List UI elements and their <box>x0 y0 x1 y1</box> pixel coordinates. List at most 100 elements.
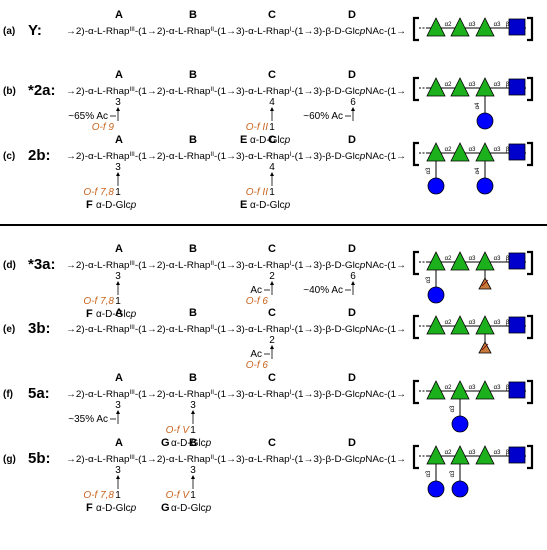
compound-name: Y: <box>28 22 42 39</box>
link-label: α2 <box>445 385 452 391</box>
substituent-D: 6~60% Ac <box>303 97 356 122</box>
sugar-letter: E <box>240 199 247 211</box>
acetyl-mark-line <box>481 279 489 287</box>
rhamnose-triangle <box>475 17 495 37</box>
residue-letter-D: D <box>348 243 356 255</box>
glucose-circle <box>451 480 469 498</box>
sugar-letter: G <box>161 502 170 514</box>
residue-letter-D: D <box>348 372 356 384</box>
sugar-name: α-D-Glcp <box>250 135 291 146</box>
residue-letter-B: B <box>189 9 197 21</box>
residue-letter-B: B <box>189 372 197 384</box>
residue-letter-C: C <box>268 307 276 319</box>
glcnac-square <box>508 143 526 161</box>
o-factor-label: O-f II <box>246 122 268 133</box>
sugar-letter: F <box>86 308 93 320</box>
linkage-position: 2 <box>269 335 275 346</box>
left-bracket <box>412 250 419 276</box>
snfg-symbol: α2α3α3β2α3α4 <box>412 141 534 195</box>
residue-letter-D: D <box>348 437 356 449</box>
residue-letter-B: B <box>189 69 197 81</box>
rhamnose-triangle <box>426 77 446 97</box>
compound-name: *2a: <box>28 82 56 99</box>
sugar-letter: E <box>240 134 247 146</box>
left-bracket <box>412 76 419 102</box>
linkage-position: 3 <box>115 162 121 173</box>
right-bracket <box>527 16 534 42</box>
o-factor-label: O-f V <box>166 490 191 501</box>
rhamnose-triangle <box>475 77 495 97</box>
rhamnose-triangle <box>450 445 470 465</box>
right-bracket <box>527 314 534 340</box>
arrow-head <box>116 475 120 479</box>
link-label: α3 <box>494 320 501 326</box>
residue-letter-A: A <box>115 437 123 449</box>
residue-letter-A: A <box>115 372 123 384</box>
residue-letter-C: C <box>268 69 276 81</box>
sugar-name: α-D-Glcp <box>171 503 212 514</box>
snfg-symbol: α2α3α3β2α3 <box>412 379 534 433</box>
link-label: α3 <box>469 385 476 391</box>
right-bracket <box>527 76 534 102</box>
rhamnose-triangle <box>450 251 470 271</box>
rhamnose-triangle <box>450 17 470 37</box>
arrow-head <box>351 107 355 111</box>
compound-name: 5a: <box>28 385 50 402</box>
link-label: α2 <box>445 22 452 28</box>
side-link-label: α3 <box>426 167 432 174</box>
compound-name: 3b: <box>28 320 51 337</box>
rhamnose-triangle <box>475 380 495 400</box>
left-bracket <box>412 314 419 340</box>
left-bracket <box>412 141 419 167</box>
residue-letter-B: B <box>189 243 197 255</box>
arrow-head <box>270 172 274 176</box>
rhamnose-triangle <box>475 251 495 271</box>
residue-letter-C: C <box>268 134 276 146</box>
anomeric-position: 1 <box>269 122 275 133</box>
side-link-label: α4 <box>475 167 481 174</box>
link-label: α3 <box>469 320 476 326</box>
substituent-A: 3~35% Ac <box>68 400 121 425</box>
link-label: α3 <box>494 22 501 28</box>
o-factor-label: O-f 6 <box>246 296 269 307</box>
residue-letter-A: A <box>115 307 123 319</box>
residue-letter-A: A <box>115 243 123 255</box>
linkage-position: 3 <box>190 465 196 476</box>
right-bracket <box>527 444 534 470</box>
glcnac-square <box>508 446 526 464</box>
residue-letter-D: D <box>348 307 356 319</box>
arrow-head <box>116 281 120 285</box>
arrow-head <box>116 410 120 414</box>
link-label: α3 <box>494 82 501 88</box>
left-bracket <box>412 379 419 405</box>
acetyl-label: ~65% Ac <box>68 111 108 122</box>
linkage-position: 3 <box>115 97 121 108</box>
compound-name: *3a: <box>28 256 56 273</box>
linkage-position: 3 <box>190 400 196 411</box>
sugar-name: α-D-Glcp <box>96 309 137 320</box>
right-bracket <box>527 379 534 405</box>
left-bracket <box>412 444 419 470</box>
glcnac-square <box>508 78 526 96</box>
arrow-head <box>270 281 274 285</box>
left-bracket <box>412 16 419 42</box>
rhamnose-triangle <box>450 142 470 162</box>
link-label: α2 <box>445 82 452 88</box>
panel-label: (d) <box>3 260 16 271</box>
glcnac-square <box>508 316 526 334</box>
residue-letter-B: B <box>189 437 197 449</box>
o-factor-label: O-f II <box>246 187 268 198</box>
anomeric-position: 1 <box>115 490 121 501</box>
